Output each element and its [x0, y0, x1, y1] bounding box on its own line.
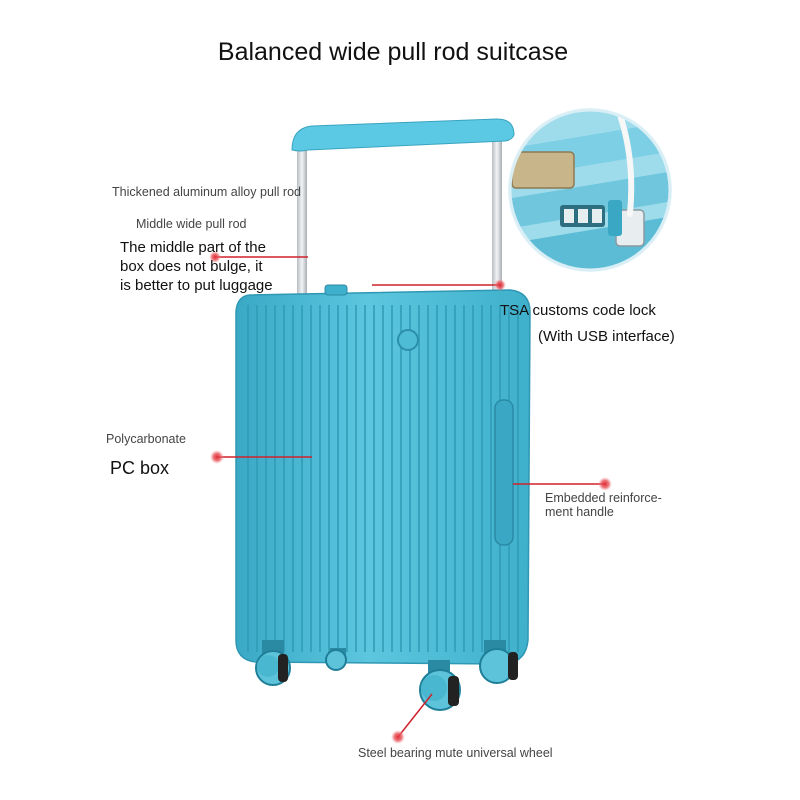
- pull-rod: [291, 118, 515, 300]
- usb-cable: [617, 112, 635, 217]
- wheel-back-left: [255, 640, 291, 686]
- wheel-back-mid: [325, 648, 347, 671]
- side-handle: [494, 399, 514, 546]
- label-middle-wide-rod: Middle wide pull rod: [136, 217, 247, 231]
- label-wheel: Steel bearing mute universal wheel: [358, 746, 553, 760]
- label-middle-part-3: is better to put luggage: [120, 277, 273, 294]
- wheels: [255, 640, 518, 711]
- callout-dot-pc: [210, 450, 224, 464]
- callout-dot-tsa: [494, 279, 506, 291]
- label-thickened-rod: Thickened aluminum alloy pull rod: [112, 185, 301, 199]
- page-title: Balanced wide pull rod suitcase: [217, 38, 569, 66]
- label-pc-box: PC box: [110, 458, 170, 478]
- label-handle-2: ment handle: [545, 505, 614, 519]
- callout-line-wheel: [397, 693, 433, 738]
- label-polycarbonate: Polycarbonate: [106, 432, 186, 446]
- lock-detail-inset: [508, 108, 672, 272]
- callout-dot-wheel: [391, 730, 405, 744]
- label-tsa-lock: TSA customs code lock: [500, 302, 656, 319]
- zipper-pull: [511, 151, 575, 189]
- callout-dot-handle: [598, 477, 612, 491]
- label-middle-part-2: box does not bulge, it: [120, 258, 263, 275]
- lock-button: [397, 329, 419, 351]
- wheel-front-right: [479, 640, 518, 684]
- callouts: [209, 251, 612, 744]
- suitcase-body: [235, 284, 531, 665]
- wheel-front-left: [419, 660, 461, 711]
- label-usb: (With USB interface): [538, 328, 675, 345]
- label-middle-part-1: The middle part of the: [120, 239, 266, 256]
- label-handle-1: Embedded reinforce-: [545, 491, 662, 505]
- callout-dot-middle: [209, 251, 221, 263]
